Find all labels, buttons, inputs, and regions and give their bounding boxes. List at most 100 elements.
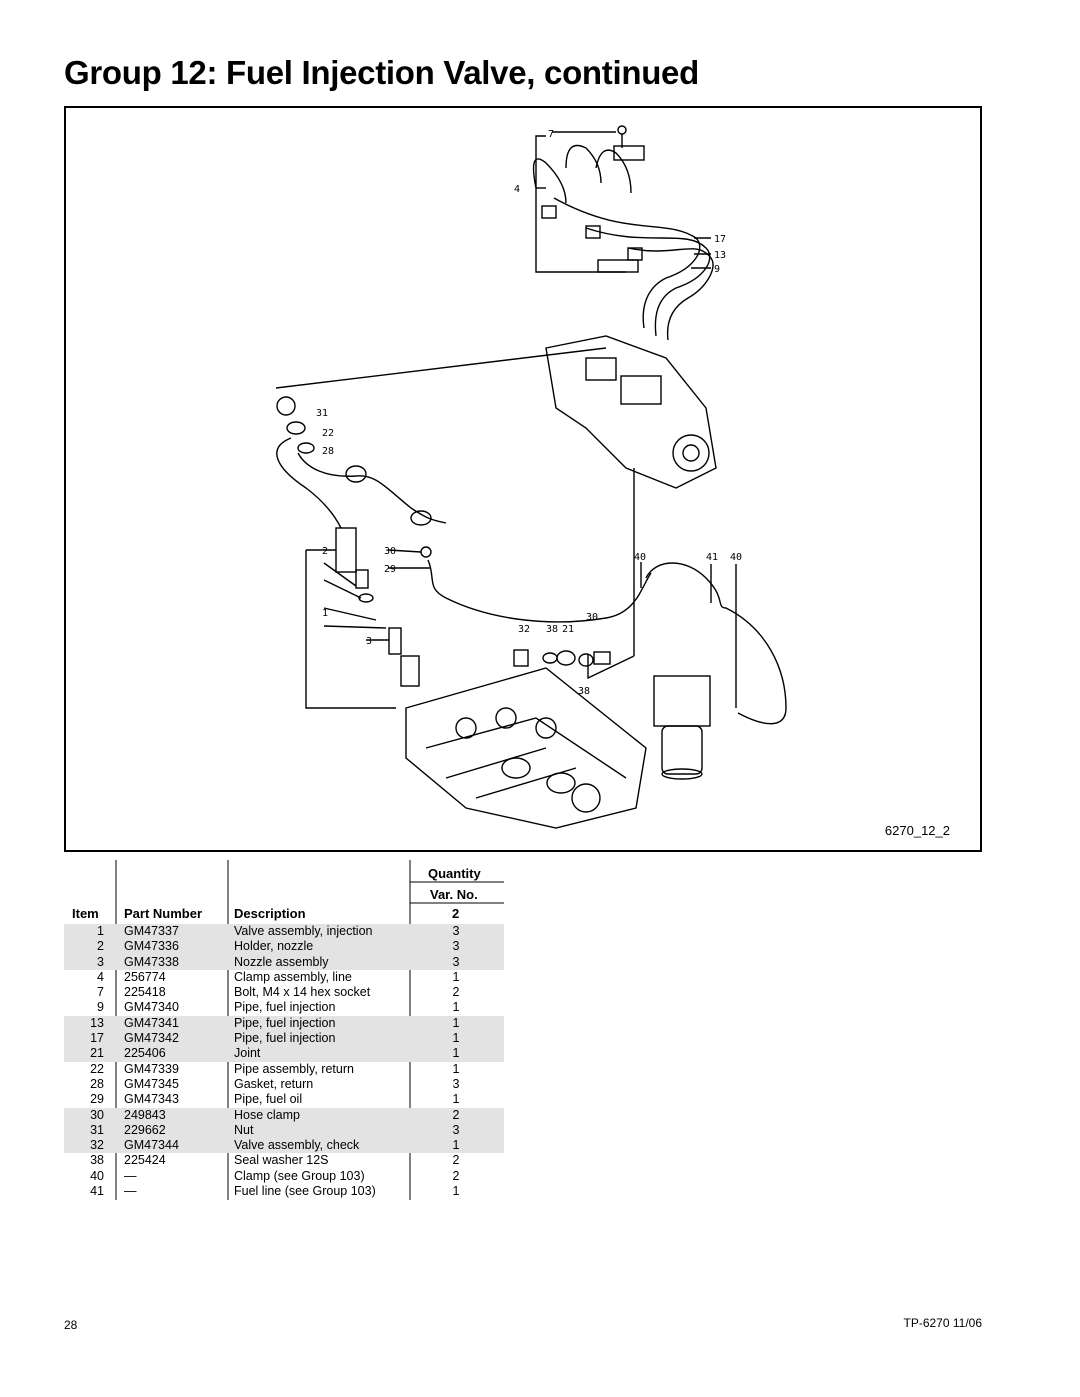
item-cell: 13	[90, 1015, 104, 1030]
description-cell: Holder, nozzle	[234, 939, 314, 954]
item-cell: 30	[90, 1107, 104, 1122]
item-cell: 31	[90, 1122, 104, 1137]
description-cell: Gasket, return	[234, 1076, 314, 1091]
fuel-filter-head	[653, 675, 711, 727]
table-row: 2 GM47336 Holder, nozzle 3	[64, 939, 504, 955]
quantity-cell: 1	[452, 1092, 460, 1107]
callout-label: 22	[322, 428, 334, 439]
part-number-cell: GM47345	[124, 1076, 179, 1091]
table-row: 31 229662 Nut 3	[64, 1122, 504, 1139]
quantity-cell: 3	[452, 924, 460, 938]
cylinder-head	[405, 667, 647, 829]
item-cell: 32	[90, 1138, 104, 1153]
callout-label: 40	[730, 552, 742, 563]
callout-label: 2	[322, 546, 328, 557]
quantity-cell: 1	[452, 1000, 460, 1015]
callout-label: 40	[634, 552, 646, 563]
part-number-cell: GM47337	[124, 924, 179, 938]
part-number-cell: 225406	[124, 1046, 166, 1061]
part-number-cell: GM47341	[124, 1015, 179, 1030]
description-cell: Clamp (see Group 103)	[234, 1168, 365, 1183]
quantity-cell: 3	[452, 1122, 460, 1137]
callout-label: 7	[548, 129, 554, 140]
part-number-cell: 256774	[124, 969, 166, 984]
item-header: Item	[72, 906, 99, 921]
description-cell: Bolt, M4 x 14 hex socket	[234, 985, 371, 1000]
injection-pipe-loops	[532, 144, 632, 204]
callout-label: 21	[562, 624, 574, 635]
quantity-cell: 2	[452, 1153, 460, 1168]
item-cell: 2	[97, 939, 104, 954]
quantity-cell: 1	[452, 1015, 460, 1030]
table-row: 40—Clamp (see Group 103)2	[64, 1169, 504, 1184]
quantity-cell: 1	[452, 1046, 460, 1061]
callout-label: 30	[384, 546, 396, 557]
quantity-cell: 3	[452, 954, 460, 969]
lower-clamp	[597, 259, 639, 273]
figure-id: 6270_12_2	[884, 823, 950, 838]
callout-label: 1	[322, 608, 328, 619]
fuel-system-drawing: 7 4 17 13 9 31 22 28 2 30 29 1 3 40 41 4…	[275, 125, 787, 829]
quantity-cell: 2	[452, 1168, 460, 1183]
callout-label: 13	[714, 250, 726, 261]
quantity-cell: 1	[452, 969, 460, 984]
quantity-header: Quantity	[428, 866, 481, 881]
item-cell: 9	[97, 1000, 104, 1015]
part-number-header: Part Number	[124, 906, 203, 921]
callout-label: 38	[578, 686, 590, 697]
part-number-cell: GM47343	[124, 1092, 179, 1107]
part-number-cell: GM47339	[124, 1061, 179, 1076]
quantity-cell: 3	[452, 1076, 460, 1091]
exploded-parts-diagram: 7 4 17 13 9 31 22 28 2 30 29 1 3 40 41 4…	[64, 106, 982, 852]
description-cell: Nut	[234, 1122, 254, 1137]
item-cell: 40	[90, 1168, 104, 1183]
description-cell: Joint	[234, 1046, 261, 1061]
table-row: 28 GM47345 Gasket, return 3	[64, 1077, 504, 1092]
bolt-head	[617, 125, 627, 135]
part-number-cell: GM47336	[124, 939, 179, 954]
item-cell: 28	[90, 1076, 104, 1091]
part-number-cell: 225424	[124, 1153, 166, 1168]
description-cell: Pipe, fuel injection	[234, 1000, 336, 1015]
description-cell: Pipe, fuel oil	[234, 1092, 303, 1107]
part-number-cell: GM47344	[124, 1138, 179, 1153]
callout-label: 30	[586, 612, 598, 623]
fuel-line	[645, 562, 787, 725]
description-cell: Valve assembly, injection	[234, 924, 373, 938]
callout-label: 28	[322, 446, 334, 457]
page-number: 28	[64, 1318, 78, 1332]
item-cell: 3	[97, 954, 104, 969]
page-title: Group 12: Fuel Injection Valve, continue…	[64, 54, 699, 91]
part-number-cell: 229662	[124, 1122, 166, 1137]
callout-label: 41	[706, 552, 718, 563]
item-cell: 4	[97, 969, 104, 984]
callout-label: 31	[316, 408, 328, 419]
callout-label: 29	[384, 564, 396, 575]
description-cell: Pipe assembly, return	[234, 1061, 354, 1076]
callout-label: 4	[514, 184, 520, 195]
document-reference: TP-6270 11/06	[903, 1316, 983, 1330]
quantity-cell: 1	[452, 1031, 460, 1046]
description-cell: Nozzle assembly	[234, 954, 329, 969]
nozzle-assembly	[388, 627, 402, 655]
var-no-header: Var. No.	[430, 887, 478, 902]
quantity-cell: 2	[452, 985, 460, 1000]
quantity-cell: 1	[452, 1138, 460, 1153]
description-cell: Seal washer 12S	[234, 1153, 329, 1168]
clamp-plate	[613, 145, 645, 161]
var-value-header: 2	[452, 906, 460, 921]
quantity-cell: 3	[452, 939, 460, 954]
part-number-cell: 225418	[124, 985, 166, 1000]
description-cell: Pipe, fuel injection	[234, 1031, 336, 1046]
